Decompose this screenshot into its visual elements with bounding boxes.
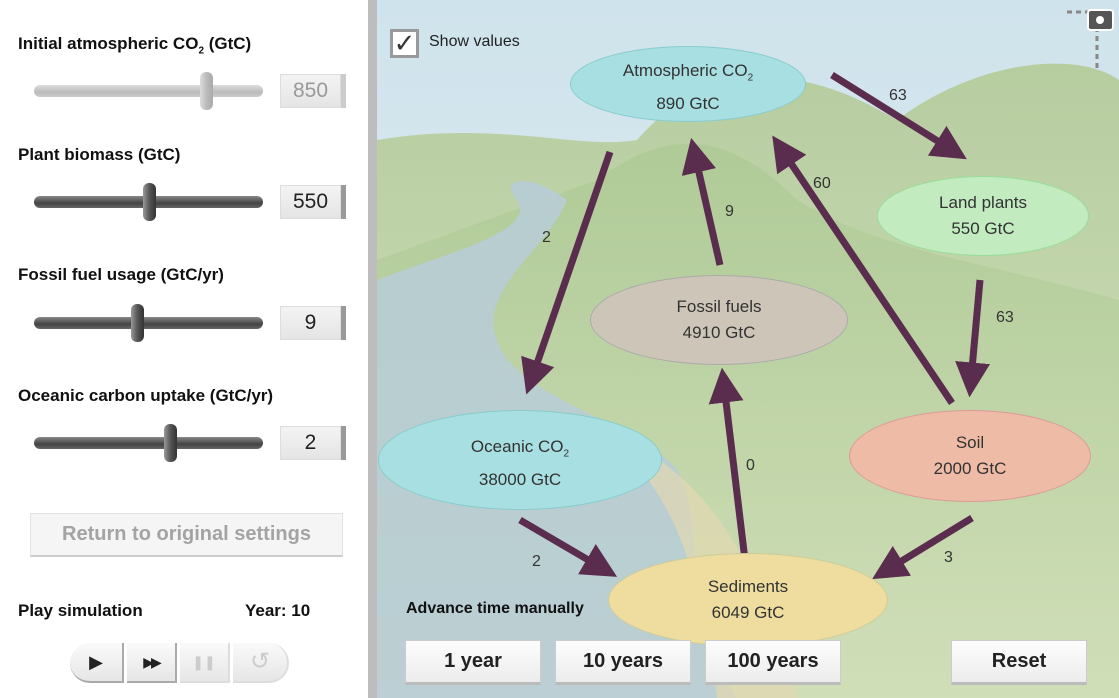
advance-10-years-button[interactable]: 10 years (555, 640, 691, 685)
camera-icon[interactable] (1067, 9, 1114, 68)
reset-simulation-button[interactable]: ↺ (233, 643, 289, 683)
ocean-uptake-slider[interactable] (34, 424, 263, 462)
arrow-soil-to-atm (772, 135, 955, 405)
controls-panel: Initial atmospheric CO2 (GtC) 850 Plant … (0, 0, 368, 698)
flow-value-ocean-sed: 2 (532, 553, 541, 570)
flow-value-atm-ocean: 2 (542, 229, 551, 246)
show-values-label[interactable]: Show values (429, 33, 520, 50)
fossil-fuel-slider[interactable] (34, 304, 263, 342)
arrow-atm-to-ocean (521, 150, 614, 395)
flow-value-soil-sed: 3 (944, 549, 953, 566)
flow-value-sed-fossil: 0 (746, 457, 755, 474)
flow-value-atm-land: 63 (889, 87, 907, 104)
flow-value-fossil-atm: 9 (725, 203, 734, 220)
fossil-fuel-label: Fossil fuel usage (GtC/yr) (18, 265, 224, 284)
show-values-checkbox[interactable]: ✓ (390, 29, 419, 58)
fossil-fuel-value[interactable]: 9 (280, 306, 346, 340)
arrow-land-to-soil (955, 279, 990, 398)
plant-biomass-value[interactable]: 550 (280, 185, 346, 219)
fast-forward-button[interactable]: ▶▶ (127, 643, 177, 683)
arrow-atm-to-land (830, 72, 967, 160)
return-to-original-button[interactable]: Return to original settings (30, 513, 343, 557)
advance-100-years-button[interactable]: 100 years (705, 640, 841, 685)
arrow-fossil-to-atm (681, 137, 724, 266)
play-button[interactable]: ▶ (70, 643, 124, 683)
advance-1-year-button[interactable]: 1 year (405, 640, 541, 685)
advance-time-label: Advance time manually (406, 600, 584, 617)
reset-button[interactable]: Reset (951, 640, 1087, 685)
arrow-ocean-to-sed (518, 516, 618, 577)
atm-co2-value[interactable]: 850 (280, 74, 346, 108)
atm-co2-label: Initial atmospheric CO2 (GtC) (18, 34, 252, 57)
plant-biomass-slider[interactable] (34, 183, 263, 221)
ocean-uptake-value[interactable]: 2 (280, 426, 346, 460)
atm-co2-slider[interactable] (34, 72, 263, 110)
play-simulation-label: Play simulation (18, 601, 143, 620)
year-counter: Year: 10 (245, 601, 311, 620)
pause-button[interactable]: ❚❚ (180, 643, 230, 683)
flow-arrows (518, 72, 990, 580)
slider-thumb[interactable] (143, 183, 156, 221)
panel-divider (368, 0, 377, 698)
flow-value-land-soil: 63 (996, 309, 1014, 326)
slider-thumb[interactable] (200, 72, 213, 110)
slider-thumb[interactable] (131, 304, 144, 342)
flow-value-soil-atm: 60 (813, 175, 831, 192)
plant-biomass-label: Plant biomass (GtC) (18, 145, 181, 164)
arrow-soil-to-sed (872, 515, 974, 580)
arrow-sed-to-fossil (708, 367, 749, 561)
slider-thumb[interactable] (164, 424, 177, 462)
ocean-uptake-label: Oceanic carbon uptake (GtC/yr) (18, 386, 274, 405)
